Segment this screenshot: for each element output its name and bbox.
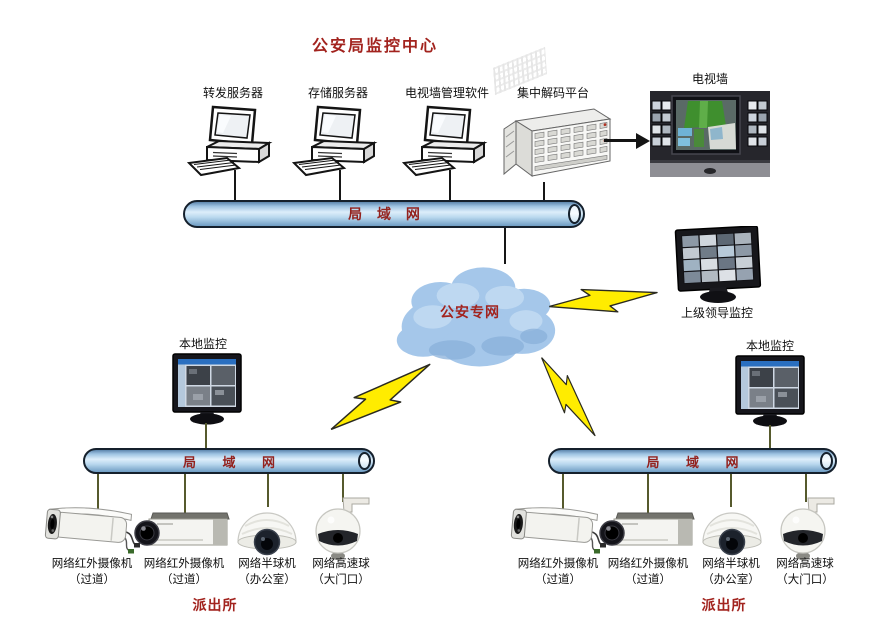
camera-location: （过道）	[69, 572, 115, 586]
tv-wall-image	[650, 91, 770, 177]
lightning-icon	[533, 349, 604, 444]
connection-line	[342, 470, 344, 502]
connection-line	[449, 170, 451, 202]
lan-label-left: 局 域 网	[182, 455, 287, 471]
arrow-line	[604, 139, 638, 142]
device-label-storage-server: 存储服务器	[307, 86, 369, 100]
pipe-end-cap	[358, 452, 371, 470]
pipe-end-cap	[820, 452, 833, 470]
camera-location: （过道）	[535, 572, 581, 586]
cloud-label: 公安专网	[440, 305, 500, 321]
superior-monitor-icon	[672, 226, 764, 306]
connection-line	[769, 425, 771, 448]
camera-location: （大门口）	[776, 572, 834, 586]
camera-label: 网络半球机	[238, 556, 296, 570]
dome-camera-icon	[698, 502, 766, 558]
lightning-icon	[548, 280, 660, 317]
pipe-end-cap	[568, 204, 581, 224]
device-label-tvwall-software: 电视墙管理软件	[404, 86, 490, 100]
camera-location: （办公室）	[702, 572, 760, 586]
local-monitor-icon	[171, 352, 243, 426]
connection-line	[267, 470, 269, 507]
station-label-left: 派出所	[192, 598, 238, 614]
connection-line	[805, 470, 807, 502]
dome-camera-icon	[233, 502, 301, 558]
camera-label: 网络红外摄像机	[607, 556, 689, 570]
connection-line	[543, 182, 545, 202]
local-monitor-label: 本地监控	[178, 337, 228, 351]
connection-line	[562, 470, 564, 510]
device-label-forward-server: 转发服务器	[202, 86, 264, 100]
speed-dome-camera-icon	[311, 496, 371, 562]
pc-icon	[187, 103, 283, 177]
camera-label: 网络高速球	[312, 556, 370, 570]
camera-location: （大门口）	[312, 572, 370, 586]
superior-monitor-label: 上级领导监控	[680, 306, 754, 320]
device-label-decoder-platform: 集中解码平台	[516, 86, 590, 100]
pc-icon	[402, 103, 498, 177]
arrow-right-icon	[636, 132, 650, 149]
connection-line	[730, 470, 732, 507]
connection-line	[205, 423, 207, 448]
connection-line	[647, 470, 649, 513]
lan-pipe-right-station: 局 域 网	[548, 448, 837, 474]
camera-location: （过道）	[625, 572, 671, 586]
lan-pipe-center: 局 域 网	[183, 200, 585, 228]
camera-label: 网络高速球	[776, 556, 834, 570]
bullet-camera-icon	[508, 504, 608, 556]
lan-label-center: 局 域 网	[348, 207, 425, 223]
connection-line	[339, 170, 341, 202]
camera-label: 网络红外摄像机	[51, 556, 133, 570]
lan-pipe-left-station: 局 域 网	[83, 448, 375, 474]
connection-line	[97, 470, 99, 510]
decoder-icon	[498, 104, 614, 186]
box-camera-icon	[598, 509, 698, 555]
connection-line	[504, 228, 506, 264]
camera-label: 网络红外摄像机	[517, 556, 599, 570]
tv-wall-label: 电视墙	[691, 72, 729, 86]
pc-icon	[292, 103, 388, 177]
camera-label: 网络红外摄像机	[143, 556, 225, 570]
connection-line	[234, 170, 236, 202]
diagram-title: 公安局监控中心	[311, 36, 439, 55]
camera-location: （办公室）	[238, 572, 296, 586]
local-monitor-label: 本地监控	[745, 339, 795, 353]
box-camera-icon	[133, 509, 233, 555]
camera-location: （过道）	[161, 572, 207, 586]
connection-line	[184, 470, 186, 513]
bullet-camera-icon	[42, 504, 142, 556]
station-label-right: 派出所	[701, 598, 747, 614]
camera-label: 网络半球机	[702, 556, 760, 570]
lightning-icon	[321, 352, 441, 440]
speed-dome-camera-icon	[776, 496, 836, 562]
lan-label-right: 局 域 网	[646, 455, 750, 471]
local-monitor-icon	[734, 354, 806, 428]
